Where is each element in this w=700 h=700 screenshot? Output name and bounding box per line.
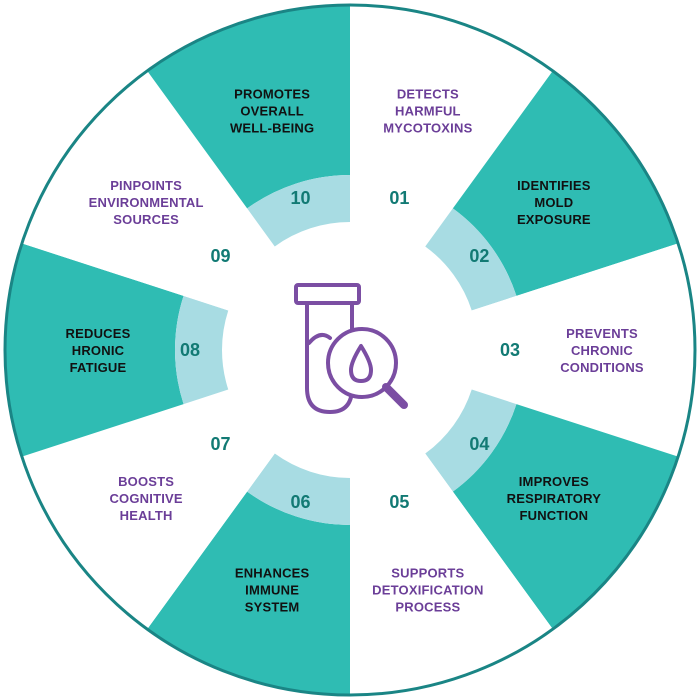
segment-01-label-line: DETECTS bbox=[397, 86, 459, 101]
segment-05-background bbox=[350, 451, 553, 695]
segment-03-background bbox=[468, 243, 696, 457]
segment-07-number: 07 bbox=[211, 434, 231, 454]
segment-06-number-notch bbox=[247, 453, 350, 526]
segment-04-background bbox=[452, 404, 679, 630]
segment-08-background bbox=[4, 243, 184, 457]
segment-08-number-notch bbox=[175, 295, 229, 405]
segment-07-label-line: HEALTH bbox=[120, 508, 173, 523]
segment-09-label-line: PINPOINTS bbox=[110, 178, 182, 193]
magnifier-handle bbox=[382, 383, 408, 409]
segment-02-label-line: MOLD bbox=[534, 195, 573, 210]
segment-04-label-line: IMPROVES bbox=[519, 474, 589, 489]
segment-10-number-notch bbox=[247, 175, 350, 247]
segment-02-number-notch bbox=[425, 208, 517, 311]
segment-08-number: 08 bbox=[180, 340, 200, 360]
segment-06-number: 06 bbox=[291, 492, 311, 512]
segment-06-background bbox=[147, 491, 350, 695]
segment-01-background bbox=[350, 5, 553, 249]
segment-10-number: 10 bbox=[291, 188, 311, 208]
segment-08-label-line: HRONIC bbox=[72, 343, 125, 358]
segment-02-background bbox=[452, 70, 679, 296]
segment-02-number: 02 bbox=[469, 246, 489, 266]
segment-05-label-line: DETOXIFICATION bbox=[372, 583, 483, 598]
segment-05-number: 05 bbox=[389, 492, 409, 512]
segment-03-label-line: CONDITIONS bbox=[560, 360, 644, 375]
segment-10-label-line: OVERALL bbox=[240, 103, 304, 118]
segment-08-label-line: REDUCES bbox=[66, 326, 131, 341]
segment-09-number: 09 bbox=[211, 246, 231, 266]
segment-03-label-line: PREVENTS bbox=[566, 326, 638, 341]
segment-04-label-line: FUNCTION bbox=[519, 508, 588, 523]
segment-06-label-line: ENHANCES bbox=[235, 566, 310, 581]
tube-cap bbox=[294, 283, 361, 305]
segment-04-number-notch bbox=[425, 389, 517, 492]
segment-10-label-line: WELL-BEING bbox=[230, 120, 314, 135]
magnifier-lens bbox=[326, 327, 398, 399]
segment-06-label-line: IMMUNE bbox=[245, 583, 299, 598]
segment-09-background bbox=[21, 70, 277, 312]
segment-02-label-line: EXPOSURE bbox=[517, 212, 591, 227]
outer-ring bbox=[3, 3, 697, 697]
segment-01-number: 01 bbox=[389, 188, 409, 208]
segment-04-label-line: RESPIRATORY bbox=[507, 491, 602, 506]
segment-05-label-line: PROCESS bbox=[395, 600, 460, 615]
labels-layer: 01 DETECTS HARMFUL MYCOTOXINS 02 IDENTIFIES MO… bbox=[66, 86, 644, 614]
segment-06-label-line: SYSTEM bbox=[245, 600, 300, 615]
segment-07-label-line: BOOSTS bbox=[118, 474, 174, 489]
segment-10-label-line: PROMOTES bbox=[234, 86, 310, 101]
segment-03-number: 03 bbox=[500, 340, 520, 360]
test-tube-magnifier-icon bbox=[294, 283, 408, 414]
segment-08-label-line: FATIGUE bbox=[70, 360, 127, 375]
segment-04-number: 04 bbox=[469, 434, 489, 454]
segment-01-label-line: MYCOTOXINS bbox=[383, 120, 472, 135]
segment-02-label-line: IDENTIFIES bbox=[517, 178, 591, 193]
segment-07-background bbox=[21, 388, 277, 630]
segment-07-label-line: COGNITIVE bbox=[109, 491, 182, 506]
droplet-icon bbox=[349, 344, 373, 383]
tube-liquid-line bbox=[307, 332, 332, 345]
segment-05-label-line: SUPPORTS bbox=[391, 566, 464, 581]
segment-09-label-line: SOURCES bbox=[113, 212, 179, 227]
segment-01-label-line: HARMFUL bbox=[395, 103, 461, 118]
segment-09-label-line: ENVIRONMENTAL bbox=[89, 195, 204, 210]
segment-10-background bbox=[147, 5, 350, 209]
segments-layer bbox=[4, 5, 696, 695]
segment-03-label-line: CHRONIC bbox=[571, 343, 633, 358]
